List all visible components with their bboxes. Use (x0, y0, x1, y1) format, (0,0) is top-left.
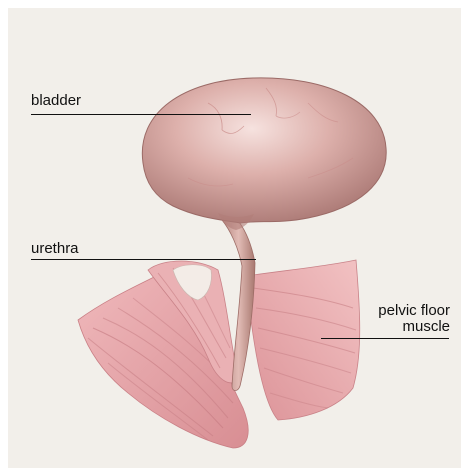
pelvic-floor-muscle-right (246, 260, 360, 420)
bladder-leader-line (31, 114, 251, 115)
pelvic-floor-muscle-leader-line (321, 338, 449, 339)
bladder-shape (142, 78, 386, 230)
pelvic-floor-muscle-label: pelvic floor muscle (378, 303, 450, 335)
anatomy-illustration (8, 8, 461, 468)
urethra-leader-line (31, 259, 256, 260)
urethra-label: urethra (31, 241, 79, 257)
bladder-label: bladder (31, 93, 81, 109)
